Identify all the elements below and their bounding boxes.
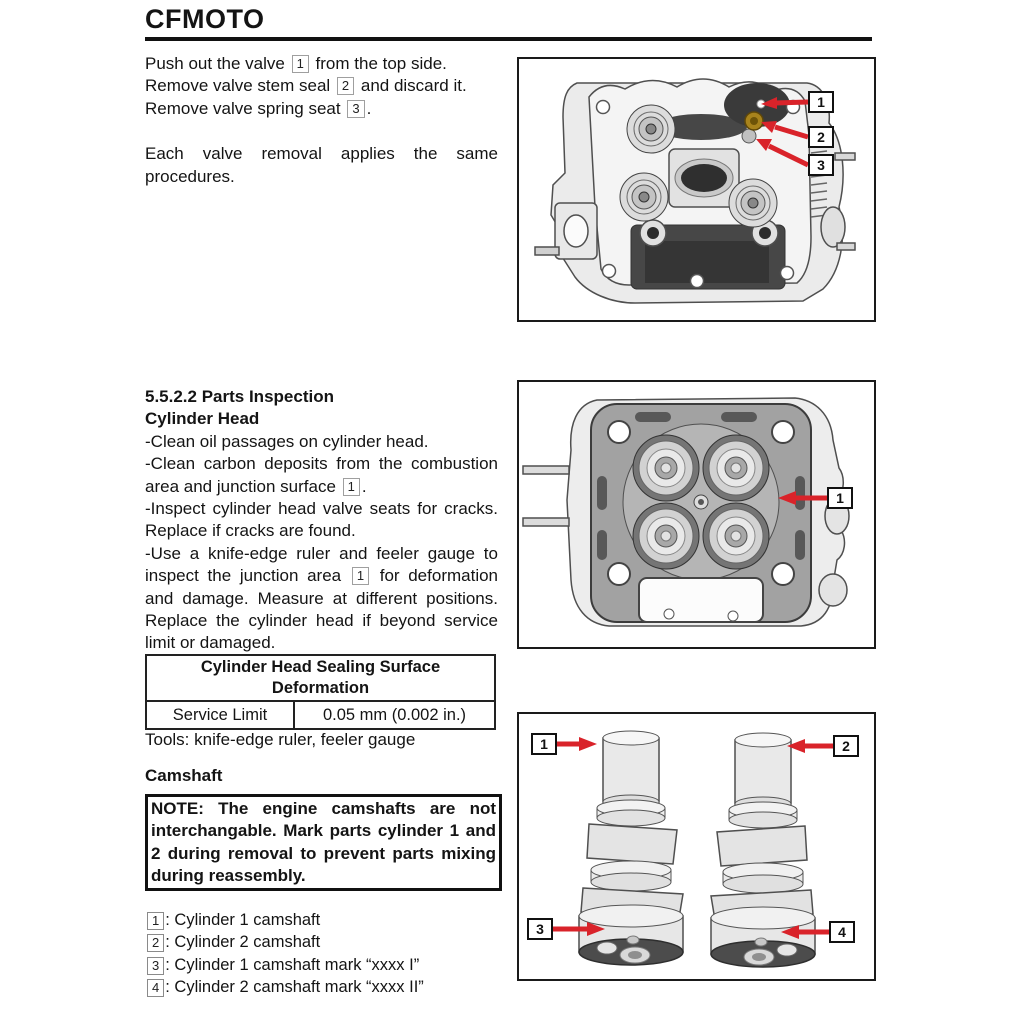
arrow-to-camshaft-1-mark	[553, 922, 605, 936]
intro-step-2: Remove valve stem seal 2 and discard it.	[145, 75, 498, 97]
valve-spring-3	[728, 178, 778, 228]
figure-cylinder-head-top: 1 2 3	[517, 57, 876, 322]
figure3-callout-4: 4	[829, 921, 855, 943]
arrow-to-camshaft-2	[787, 739, 833, 753]
valve-spring-seat-part	[741, 128, 757, 144]
service-limit-value: 0.05 mm (0.002 in.)	[293, 700, 496, 730]
callout-ref-surface-1: 1	[342, 477, 360, 496]
arrow-to-junction-surface	[778, 491, 827, 505]
callout-ref-junction-1: 1	[351, 567, 370, 586]
inspection-item-4: -Use a knife-edge ruler and feeler gauge…	[145, 543, 498, 655]
intro-step-1-text2: from the top side.	[310, 54, 447, 73]
inspection-item-4-text: -Use a knife-edge ruler and feeler gauge…	[145, 543, 498, 586]
header-rule	[145, 37, 872, 41]
figure2-callout-1: 1	[827, 487, 853, 509]
cylinder-head-junction-art	[522, 397, 850, 627]
sealing-surface-spec-table: Cylinder Head Sealing Surface Deformatio…	[145, 654, 496, 730]
valve-ports	[632, 434, 770, 570]
inspection-item-3: -Inspect cylinder head valve seats for c…	[145, 499, 498, 541]
camshaft-heading: Camshaft	[145, 766, 223, 785]
figure3-callout-3: 3	[527, 918, 553, 940]
legend-text-1: : Cylinder 1 camshaft	[165, 911, 321, 929]
legend-text-2: : Cylinder 2 camshaft	[165, 933, 321, 952]
inspection-item-2-text: -Clean carbon deposits from the combusti…	[145, 454, 498, 496]
cylinder-head-top-art	[534, 78, 856, 304]
legend-text-4: : Cylinder 2 camshaft mark “xxxx II”	[165, 978, 424, 997]
camshaft-legend: 1: Cylinder 1 camshaft 2: Cylinder 2 cam…	[145, 911, 424, 1001]
figure-cylinder-head-junction-surface: 1	[517, 380, 876, 649]
tools-note: Tools: knife-edge ruler, feeler gauge	[145, 730, 416, 749]
arrow-to-camshaft-1	[557, 737, 597, 751]
camshafts-art	[553, 730, 833, 968]
arrow-to-stem-seal	[761, 121, 809, 140]
intro-step-3: Remove valve spring seat 3.	[145, 98, 498, 120]
legend-box-4: 4	[147, 979, 165, 998]
camshaft-cylinder-1	[578, 730, 684, 966]
spec-table-title: Cylinder Head Sealing Surface Deformatio…	[145, 654, 496, 702]
legend-box-1: 1	[147, 912, 165, 930]
arrow-to-valve	[761, 97, 809, 109]
camshaft-note-box: NOTE: The engine camshafts are not inter…	[145, 794, 502, 892]
figure3-callout-2: 2	[833, 735, 859, 757]
legend-box-3: 3	[147, 956, 165, 975]
figure1-callout-2: 2	[808, 126, 834, 148]
intro-step-2-text: Remove valve stem seal	[145, 76, 335, 96]
inspection-item-4-text2: for deformation and damage. Measure at d…	[145, 566, 499, 653]
valve-spring-2	[619, 172, 669, 222]
inspection-item-2-text2: .	[361, 476, 367, 496]
cylinder-head-subheading: Cylinder Head	[145, 409, 260, 429]
legend-text-3: : Cylinder 1 camshaft mark “xxxx I”	[165, 955, 420, 974]
legend-item-2: 2: Cylinder 2 camshaft	[145, 933, 424, 955]
intro-step-2-text2: and discard it.	[356, 76, 467, 96]
callout-ref-1: 1	[291, 55, 309, 73]
legend-box-2: 2	[147, 934, 165, 953]
service-limit-label: Service Limit	[145, 700, 295, 730]
figure-camshafts: 1 2 3 4	[517, 712, 876, 981]
figure3-callout-1: 1	[531, 733, 557, 755]
legend-item-4: 4: Cylinder 2 camshaft mark “xxxx II”	[145, 978, 424, 1000]
inspection-item-2: -Clean carbon deposits from the combusti…	[145, 453, 498, 498]
intro-step-3-text: Remove valve spring seat	[145, 98, 346, 118]
valve-spring-1	[626, 104, 676, 154]
figure1-callout-1: 1	[808, 91, 834, 113]
callout-ref-2: 2	[336, 77, 355, 96]
intro-note-paragraph: Each valve removal applies the same proc…	[145, 144, 498, 186]
intro-step-1: Push out the valve 1 from the top side.	[145, 53, 498, 75]
figure1-callout-3: 3	[808, 154, 834, 176]
valve-removal-instructions: Push out the valve 1 from the top side. …	[145, 53, 498, 188]
intro-step-3-text2: .	[366, 98, 372, 118]
section-heading: 5.5.2.2 Parts Inspection	[145, 387, 334, 406]
callout-ref-3: 3	[347, 99, 365, 118]
arrow-to-spring-seat	[756, 139, 810, 168]
brand-logo-text: CFMOTO	[145, 4, 265, 34]
inspection-item-1: -Clean oil passages on cylinder head.	[145, 431, 429, 451]
intro-step-1-text: Push out the valve	[145, 54, 290, 73]
legend-item-1: 1: Cylinder 1 camshaft	[145, 911, 424, 933]
arrow-to-camshaft-2-mark	[781, 925, 829, 939]
parts-inspection-section: 5.5.2.2 Parts Inspection Cylinder Head -…	[145, 386, 498, 655]
legend-item-3: 3: Cylinder 1 camshaft mark “xxxx I”	[145, 956, 424, 978]
